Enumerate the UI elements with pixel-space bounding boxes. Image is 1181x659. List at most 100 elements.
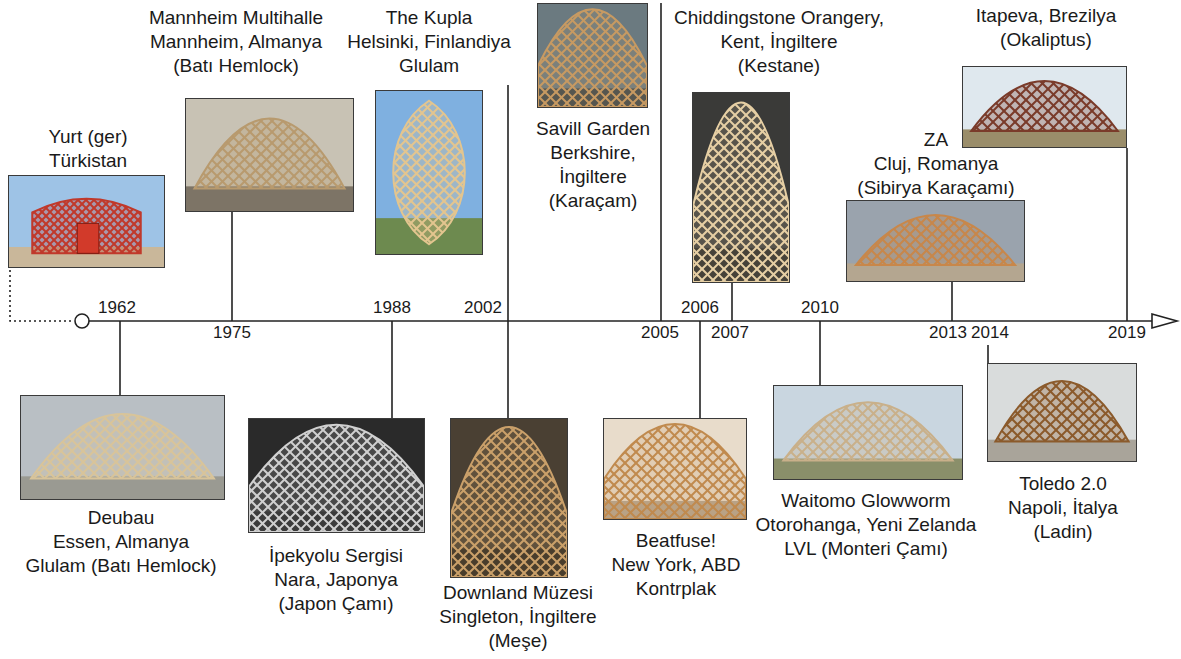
gridshell (693, 93, 789, 282)
caption-line: Mannheim, Almanya (126, 30, 346, 54)
lattice-lath (250, 99, 353, 211)
lattice-lath (847, 201, 924, 281)
lattice-lath (376, 91, 442, 254)
project-caption: Toledo 2.0Napoli, İtalya(Ladin) (978, 472, 1148, 544)
lattice-lath (968, 67, 1048, 147)
photo-ground (963, 67, 1126, 147)
project-caption: İpekyolu SergisiNara, Japonya(Japon Çamı… (226, 544, 446, 616)
photo-ground (21, 476, 224, 499)
lattice-lath (635, 419, 735, 519)
project-caption: The KuplaHelsinki, FinlandiyaGlulam (329, 6, 529, 78)
lattice-lath (211, 396, 224, 499)
lattice-lath (847, 201, 877, 281)
lattice-lath (186, 99, 283, 211)
caption-line: (Karaçam) (528, 189, 658, 213)
lattice-lath (1036, 364, 1133, 461)
lattice-lath (200, 396, 224, 499)
project-photo (21, 396, 224, 499)
gridshell-fill (9, 176, 164, 267)
lattice-lath (186, 99, 228, 211)
lattice-lath (774, 386, 835, 479)
lattice-lath (9, 176, 14, 267)
lattice-lath (35, 396, 138, 499)
lattice-lath (287, 419, 400, 532)
lattice-lath (988, 364, 1078, 461)
lattice-lath (847, 201, 921, 281)
lattice-lath (899, 201, 979, 281)
project-node: Beatfuse!New York, ABDKontrplak (603, 418, 747, 520)
caption-line: (Sibirya Karaçamı) (826, 176, 1046, 200)
gridshell-fill (847, 201, 1024, 281)
lattice-lath (206, 99, 318, 211)
lattice-lath (167, 396, 224, 499)
lattice-lath (1114, 67, 1126, 147)
leader-line (819, 321, 821, 385)
photo-ground (988, 440, 1136, 461)
lattice-lath (39, 396, 142, 499)
year-label: 2010 (801, 298, 839, 318)
lattice-lath (24, 396, 127, 499)
lattice-lath (1034, 364, 1131, 461)
lattice-lath (336, 99, 353, 211)
project-photo (963, 67, 1126, 147)
lattice-lath (774, 386, 824, 479)
lattice-lath (541, 4, 644, 107)
lattice-lath (1004, 67, 1084, 147)
lattice-lath (112, 396, 215, 499)
lattice-lath (1015, 67, 1095, 147)
lattice-lath (693, 93, 757, 282)
yurt-door (77, 223, 99, 253)
lattice-lath (988, 364, 1034, 461)
lattice-lath (376, 91, 387, 254)
lattice-lath (186, 99, 250, 211)
year-label: 2007 (711, 323, 749, 343)
leader-line (699, 321, 701, 418)
lattice-lath (988, 364, 1056, 461)
lattice-lath (1080, 364, 1136, 461)
leader-line (951, 282, 953, 321)
lattice-lath (1058, 364, 1136, 461)
lattice-lath (918, 386, 962, 479)
lattice-lath (766, 93, 789, 282)
lattice-lath (693, 93, 768, 282)
lattice-lath (349, 99, 353, 211)
lattice-lath (963, 67, 974, 147)
caption-line: (Batı Hemlock) (126, 54, 346, 78)
lattice-lath (988, 364, 1032, 461)
caption-line: Singleton, İngiltere (418, 605, 618, 629)
lattice-lath (46, 396, 149, 499)
lattice-lath (156, 396, 224, 499)
photo-ground (21, 396, 224, 499)
photo-ground (774, 459, 962, 479)
leader-line (391, 321, 393, 418)
project-photo (847, 201, 1024, 281)
lattice-lath (1091, 364, 1136, 461)
lattice-lath (186, 99, 241, 211)
lattice-lath (303, 99, 353, 211)
lattice-lath (451, 419, 513, 577)
lattice-lath (868, 386, 961, 479)
gridshell-edge (31, 414, 214, 478)
lattice-lath (679, 419, 746, 519)
lattice-lath (723, 419, 746, 519)
lattice-lath (855, 201, 935, 281)
lattice-lath (204, 396, 224, 499)
project-photo (451, 419, 567, 577)
lattice-lath (134, 396, 224, 499)
lattice-lath (774, 386, 796, 479)
lattice-lath (186, 99, 206, 211)
project-caption: Waitomo GlowwormOtorohanga, Yeni Zelanda… (736, 489, 996, 561)
leader-line (660, 3, 662, 321)
lattice-lath (918, 201, 998, 281)
lattice-lath (1089, 67, 1126, 147)
lattice-lath (646, 419, 746, 519)
lattice-lath (1100, 67, 1126, 147)
lattice-lath (249, 419, 279, 532)
lattice-lath (546, 419, 567, 577)
lattice-lath (139, 176, 164, 267)
year-label: 1988 (373, 298, 411, 318)
lattice-lath (538, 4, 633, 107)
lattice-lath (1067, 364, 1136, 461)
lattice-lath (956, 386, 962, 479)
lattice-lath (693, 93, 789, 282)
